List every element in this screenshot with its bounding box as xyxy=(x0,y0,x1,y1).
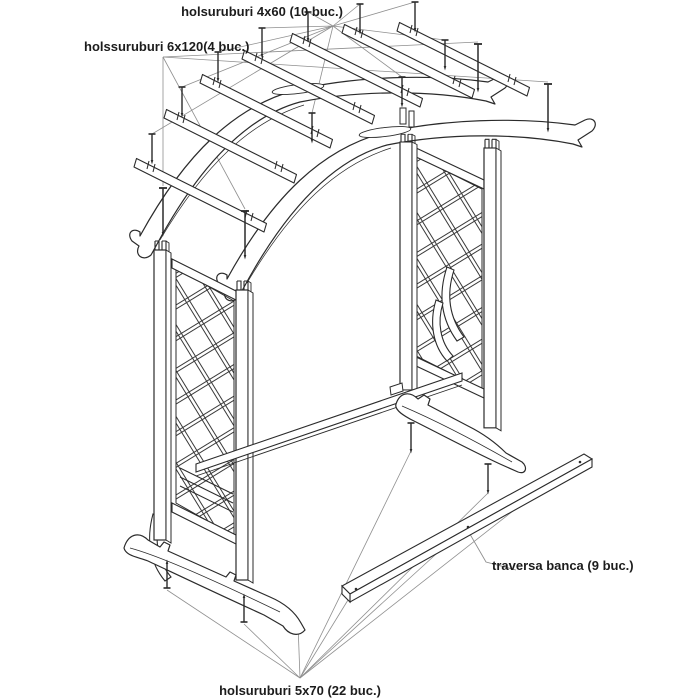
armrest-curve-upper xyxy=(441,266,465,342)
pilot-hole xyxy=(578,460,582,464)
roof-assembly xyxy=(129,1,596,302)
label-screws-6x120: holssuruburi 6x120(4 buc.) xyxy=(84,39,249,54)
leader-line-traverse xyxy=(466,528,517,571)
right-panel-front-post xyxy=(399,133,418,394)
left-lattice-panel xyxy=(149,240,254,584)
right-lattice-panel xyxy=(399,133,502,432)
right-foot-screw xyxy=(483,463,493,496)
traverse-bar xyxy=(341,453,594,604)
armrest-curve-lower xyxy=(432,299,454,362)
left-foot-runner xyxy=(123,534,306,635)
pilot-hole xyxy=(354,587,358,591)
label-screws-5x70: holsuruburi 5x70 (22 buc.) xyxy=(219,683,381,698)
left-lattice-shallow xyxy=(175,267,235,537)
bench-screw xyxy=(406,422,416,455)
rail-notch-bracket xyxy=(389,382,404,396)
right-panel-back-post xyxy=(483,138,502,432)
bench-rail xyxy=(195,372,463,477)
pilot-hole xyxy=(466,525,470,529)
apex-tenon-blocks xyxy=(399,107,415,128)
label-traversa-banca: traversa banca (9 buc.) xyxy=(492,558,634,573)
right-foot-runner xyxy=(395,393,527,496)
left-panel-front-post xyxy=(235,280,254,584)
label-screws-4x60: holsuruburi 4x60 (10 buc.) xyxy=(181,4,343,19)
left-panel-back-post xyxy=(153,240,172,544)
bench-seat-hint xyxy=(179,467,234,513)
